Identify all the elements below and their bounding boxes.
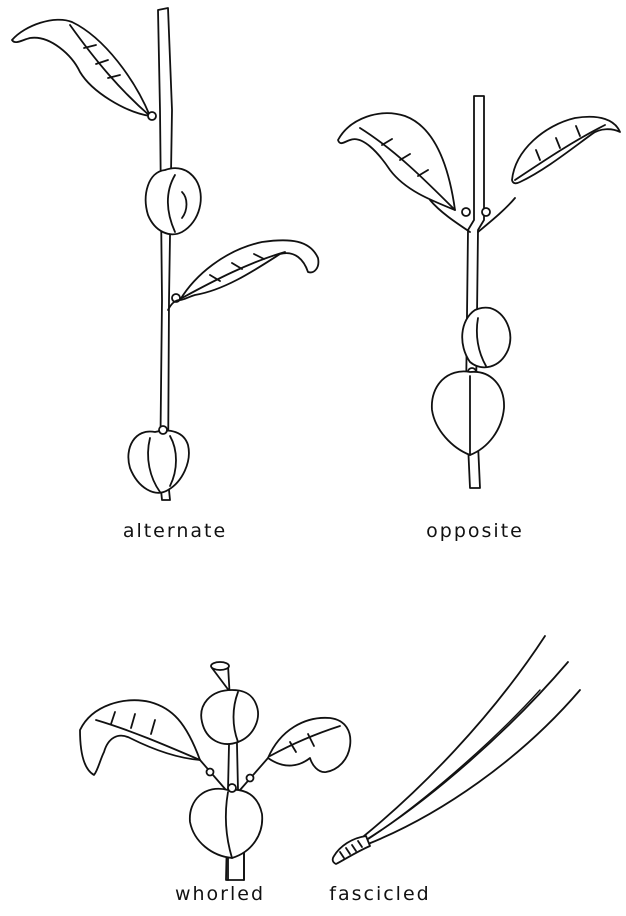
alternate-leaf-bottom: [128, 431, 189, 493]
label-whorled: whorled: [150, 883, 290, 905]
fascicled-needle-1: [364, 636, 545, 836]
label-alternate: alternate: [100, 520, 250, 542]
whorled-leaf-back: [201, 690, 258, 744]
alternate-leaf-upper: [12, 20, 150, 116]
opposite-leaf-front: [432, 371, 504, 455]
opposite-leaf-small: [462, 308, 510, 368]
label-fascicled: fascicled: [305, 883, 455, 905]
whorled-leaf-left: [80, 700, 200, 775]
alternate-illustration: [12, 8, 318, 500]
fascicled-illustration: [333, 636, 580, 864]
opposite-leaf-right: [512, 117, 620, 184]
opposite-illustration: [338, 96, 620, 488]
alternate-leaf-right: [180, 240, 318, 300]
fascicled-needle-3: [368, 690, 580, 844]
fascicled-needle-2: [366, 662, 568, 840]
whorled-illustration: [80, 662, 350, 880]
label-opposite: opposite: [405, 520, 545, 542]
opposite-leaf-left: [338, 113, 455, 210]
fascicled-sheath: [333, 836, 370, 864]
